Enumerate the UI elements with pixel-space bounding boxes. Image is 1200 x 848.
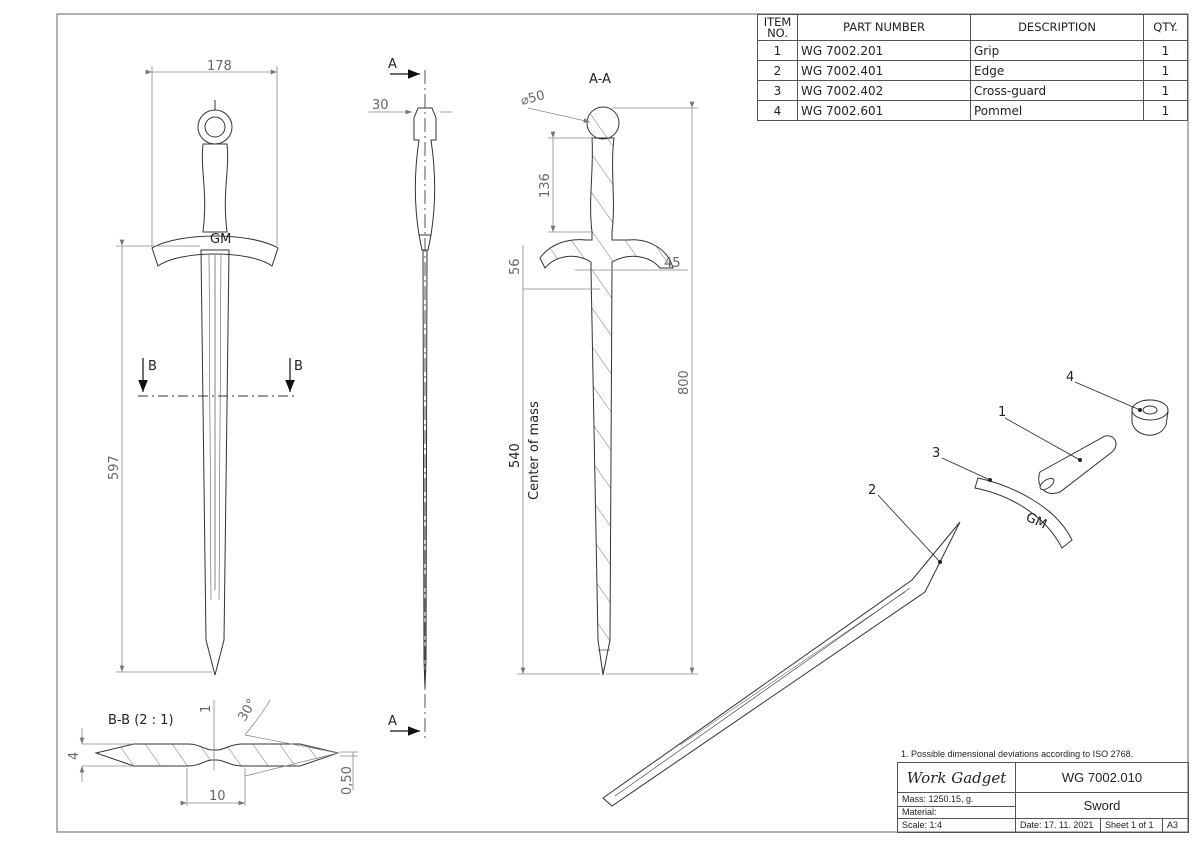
dim-bb-fuller: 1: [199, 705, 214, 713]
tolerance-note: 1. Possible dimensional deviations accor…: [901, 749, 1134, 759]
center-of-mass-label: Center of mass: [527, 401, 542, 500]
section-bb: [94, 743, 340, 767]
dim-side-width: 30: [372, 98, 389, 113]
dim-guard-height: 56: [508, 258, 523, 275]
dim-blade-length: 597: [107, 455, 122, 480]
side-view: [413, 70, 437, 738]
dim-guard-angle: 45: [664, 256, 681, 271]
company-name: Work Gadget: [898, 763, 1016, 793]
section-bb-title: B-B (2 : 1): [108, 713, 174, 728]
bom-header: ITEM NO. PART NUMBER DESCRIPTION QTY.: [757, 14, 1188, 41]
section-bb-dimensions: [79, 699, 358, 806]
material: Material:: [898, 807, 1016, 819]
section-aa: [539, 106, 674, 676]
date: Date: 17. 11. 2021: [1016, 819, 1101, 833]
mass: Mass: 1250.15, g.: [898, 793, 1016, 807]
section-aa-dimensions: [517, 101, 698, 675]
logo-mark: GM: [210, 232, 231, 247]
paper-size: A3: [1163, 819, 1189, 833]
balloon-leaders: [877, 381, 1141, 563]
dim-width: 178: [207, 59, 232, 74]
dim-bb-width: 10: [209, 789, 226, 804]
dim-total-length: 800: [677, 370, 692, 395]
balloon-3: 3: [932, 446, 940, 461]
front-dimensions: [116, 66, 278, 673]
cut-a-label-bottom: A: [388, 714, 397, 729]
section-aa-title: A-A: [589, 72, 611, 87]
dim-bb-edge: 0,50: [340, 766, 355, 795]
header-qty: QTY.: [1143, 14, 1188, 41]
sheet-number: Sheet 1 of 1: [1101, 819, 1163, 833]
balloon-1: 1: [998, 405, 1006, 420]
cut-a-label-top: A: [388, 57, 397, 72]
title-block: Work Gadget WG 7002.010 Mass: 1250.15, g…: [897, 762, 1189, 833]
scale: Scale: 1:4: [898, 819, 1016, 833]
header-item-no: ITEM NO.: [757, 14, 798, 41]
dim-bb-thickness: 4: [67, 752, 82, 760]
dim-center-of-mass: 540: [508, 443, 523, 468]
front-view: [138, 100, 295, 676]
header-part-number: PART NUMBER: [797, 14, 971, 41]
drawing-title: Sword: [1016, 793, 1189, 819]
cut-b-label-left: B: [148, 359, 157, 374]
sheet-border: [56, 13, 1189, 833]
balloon-4: 4: [1066, 370, 1074, 385]
cut-b-label-right: B: [294, 359, 303, 374]
exploded-view: [602, 399, 1169, 807]
balloon-2: 2: [868, 483, 876, 498]
drawing-number: WG 7002.010: [1016, 763, 1189, 793]
balloon-dots: [938, 408, 1142, 564]
header-description: DESCRIPTION: [970, 14, 1144, 41]
crossguard-part: [974, 477, 1073, 549]
cut-b-arrows: [138, 358, 295, 392]
dim-grip-length: 136: [538, 173, 553, 198]
cut-a-arrows: [390, 69, 420, 736]
dim-pommel-dia: ⌀50: [519, 88, 546, 109]
grip-part: [1038, 435, 1117, 494]
blade-part: [602, 521, 961, 807]
